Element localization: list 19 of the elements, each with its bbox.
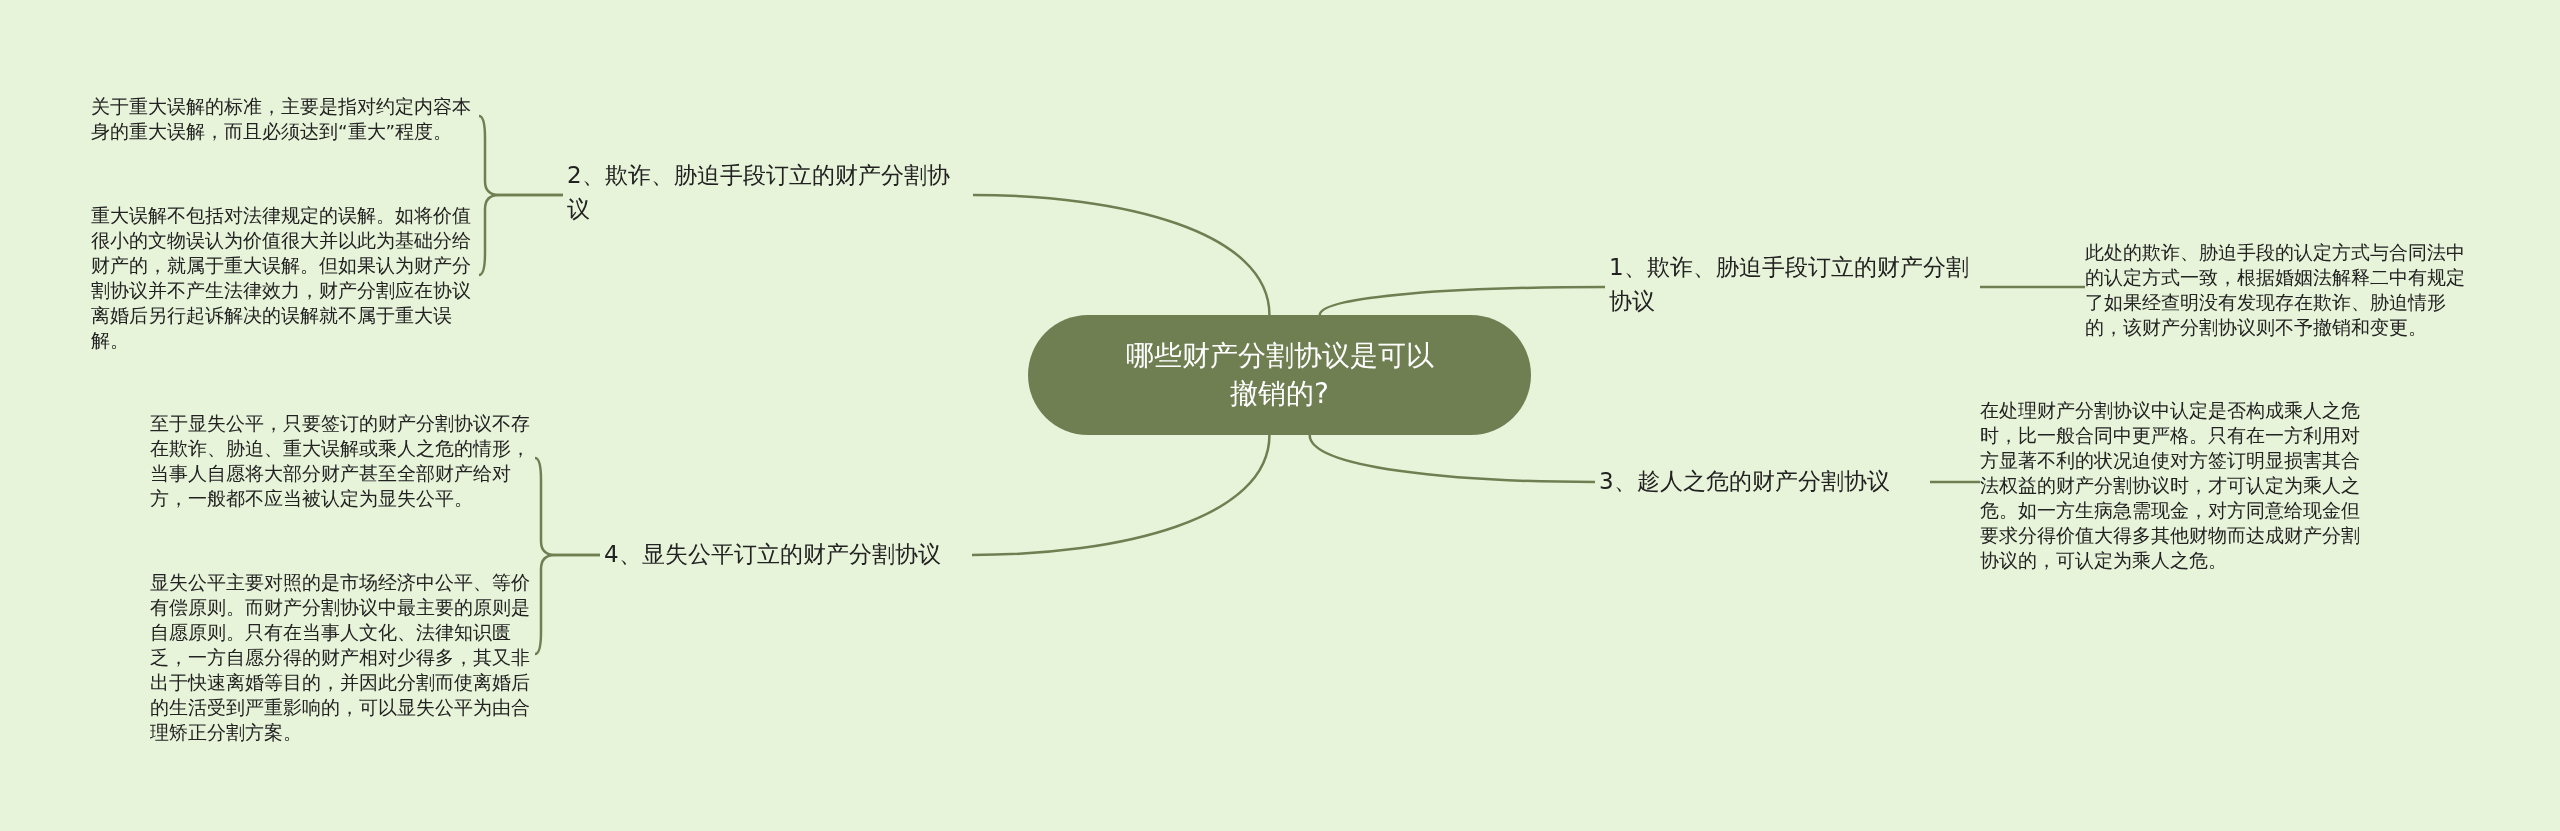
branch-topic: 1、欺诈、胁迫手段订立的财产分割协议 bbox=[1605, 250, 1980, 324]
connector-line bbox=[1930, 480, 1980, 484]
branch-topic: 3、趁人之危的财产分割协议 bbox=[1595, 464, 1930, 500]
branch-topic: 2、欺诈、胁迫手段订立的财产分割协议 bbox=[563, 158, 973, 232]
connector-line bbox=[1308, 434, 1595, 484]
note-text: 至于显失公平，只要签订的财产分割协议不存在欺诈、胁迫、重大误解或乘人之危的情形，当事人自愿将大部分财产甚至全部财产给对方，一般都不应当被认定为显失公平。 bbox=[150, 411, 535, 515]
branch-topic: 4、显失公平订立的财产分割协议 bbox=[600, 537, 972, 573]
connector-line bbox=[1318, 285, 1605, 316]
bracket-connector bbox=[534, 553, 600, 656]
note-text: 重大误解不包括对法律规定的误解。如将价值很小的文物误认为价值很大并以此为基础分给财产的，就属于重大误解。但如果认为财产分割协议并不产生法律效力，财产分割应在协议离婚后另行起诉解决的误解就不属于重大误解。 bbox=[91, 203, 479, 357]
note-text: 显失公平主要对照的是市场经济中公平、等价有偿原则。而财产分割协议中最主要的原则是自愿原则。只有在当事人文化、法律知识匮乏，一方自愿分得的财产相对少得多，其又非出于快速离婚等目的，并因此分割而使离婚后的生活受到严重影响的，可以显失公平为由合理矫正分割方案。 bbox=[150, 570, 535, 750]
bracket-connector bbox=[478, 193, 563, 277]
note-text: 关于重大误解的标准，主要是指对约定内容本身的重大误解，而且必须达到“重大”程度。 bbox=[91, 94, 479, 148]
connector-line bbox=[972, 193, 1271, 316]
connector-line bbox=[971, 434, 1271, 557]
note-text: 在处理财产分割协议中认定是否构成乘人之危时，比一般合同中更严格。只有在一方利用对方显著不利的状况迫使对方签订明显损害其合法权益的财产分割协议时，才可认定为乘人之危。如一方生病急需现金，对方同意给现金但要求分得价值大得多其他财物而达成财产分割协议的，可认定为乘人之危。 bbox=[1980, 398, 2370, 578]
central-topic: 哪些财产分割协议是可以撤销的? bbox=[1028, 315, 1531, 435]
connector-line bbox=[1980, 285, 2085, 289]
note-text: 此处的欺诈、胁迫手段的认定方式与合同法中的认定方式一致，根据婚姻法解释二中有规定了如果经查明没有发现存在欺诈、胁迫情形的，该财产分割协议则不予撤销和变更。 bbox=[2085, 240, 2475, 344]
